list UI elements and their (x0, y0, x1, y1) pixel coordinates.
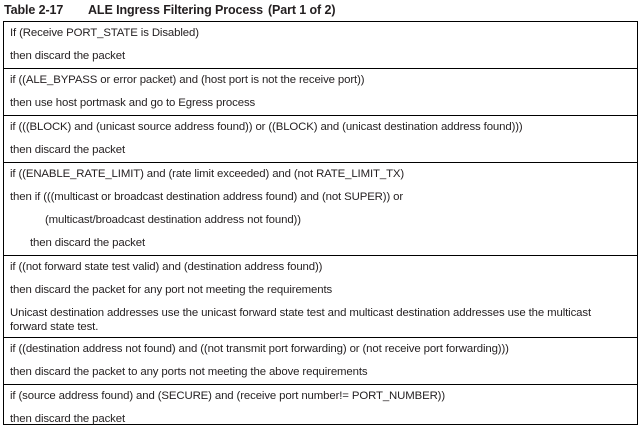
table-code-line: then discard the packet (10, 144, 126, 156)
table-row: if ((ENABLE_RATE_LIMIT) and (rate limit … (4, 163, 637, 256)
table-code-line: If (Receive PORT_STATE is Disabled) (10, 27, 199, 39)
table-caption-title: ALE Ingress Filtering Process (88, 3, 263, 17)
table-code-line: then use host portmask and go to Egress … (10, 97, 256, 109)
ale-ingress-filtering-table: If (Receive PORT_STATE is Disabled) then … (3, 21, 638, 425)
table-row: if ((ALE_BYPASS or error packet) and (ho… (4, 69, 637, 116)
table-code-line: if (((BLOCK) and (unicast source address… (10, 121, 523, 133)
table-code-line: if ((not forward state test valid) and (… (10, 261, 323, 273)
table-code-line: then discard the packet (10, 50, 126, 62)
table-code-line: then if (((multicast or broadcast destin… (10, 191, 404, 203)
table-code-line: then discard the packet to any ports not… (10, 366, 368, 378)
table-code-line: then discard the packet (30, 237, 146, 249)
table-row: If (Receive PORT_STATE is Disabled) then … (4, 22, 637, 69)
table-row: if ((not forward state test valid) and (… (4, 256, 637, 338)
table-row: if ((destination address not found) and … (4, 338, 637, 385)
table-code-line: (multicast/broadcast destination address… (45, 214, 301, 226)
table-code-line: then discard the packet for any port not… (10, 284, 333, 296)
table-row: if (((BLOCK) and (unicast source address… (4, 116, 637, 163)
table-code-line: if ((ALE_BYPASS or error packet) and (ho… (10, 74, 365, 86)
table-code-line: then discard the packet (10, 413, 126, 425)
table-code-line: if ((destination address not found) and … (10, 343, 509, 355)
table-caption: Table 2-17 ALE Ingress Filtering Process… (4, 1, 639, 19)
table-row: if (source address found) and (SECURE) a… (4, 385, 637, 431)
table-caption-part: (Part 1 of 2) (267, 3, 336, 17)
table-code-line: if ((ENABLE_RATE_LIMIT) and (rate limit … (10, 168, 405, 180)
table-caption-label: Table 2-17 (4, 3, 64, 17)
table-code-line: if (source address found) and (SECURE) a… (10, 390, 446, 402)
table-note-paragraph: Unicast destination addresses use the un… (10, 307, 592, 333)
